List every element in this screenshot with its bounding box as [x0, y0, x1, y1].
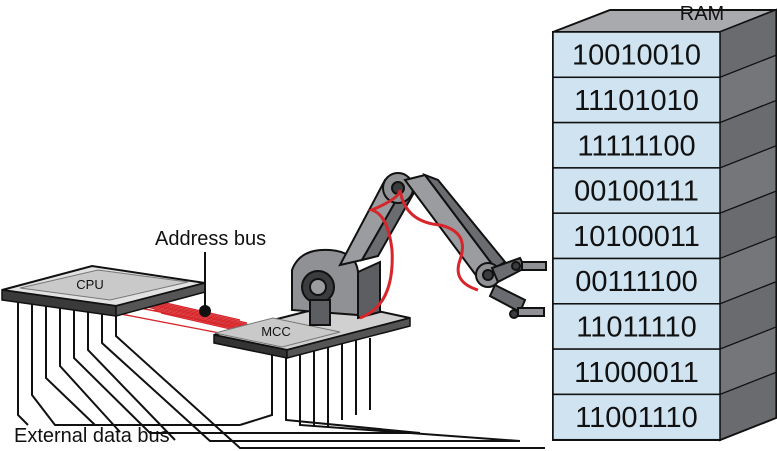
- ram-row-value: 11111100: [577, 130, 695, 162]
- ram-block: RAM 10010010 11101010 11111100 00100111 1010…: [552, 3, 777, 442]
- ram-rows: 10010010 11101010 11111100 00100111 10100011…: [552, 9, 777, 441]
- ram-row-value: 00111100: [575, 266, 698, 298]
- cpu-label: CPU: [76, 277, 103, 292]
- ram-row: [552, 393, 721, 441]
- ram-row-value: 11011110: [576, 311, 696, 343]
- ram-row-value: 00100111: [574, 176, 699, 208]
- address-bus-label: Address bus: [155, 228, 266, 250]
- ram-label: RAM: [680, 3, 724, 25]
- external-data-bus-lines: [17, 300, 545, 449]
- ram-row-value: 10010010: [572, 40, 701, 72]
- mcc-chip: MCC: [214, 317, 341, 348]
- external-data-bus-label: External data bus: [14, 425, 170, 447]
- ram-row-value: 11001110: [575, 402, 698, 434]
- ram-row-value: 11000011: [574, 357, 699, 389]
- ram-row: [552, 348, 721, 396]
- arm-cable: [359, 189, 479, 320]
- ram-row: [552, 31, 721, 79]
- mcc-label: MCC: [261, 324, 291, 339]
- mcc-bus-lines: [239, 338, 521, 442]
- robot-arm: [291, 172, 547, 326]
- address-bus-dot: [199, 305, 211, 317]
- ram-row-value: 10100011: [573, 221, 700, 253]
- ram-row-value: 11101010: [574, 85, 699, 117]
- ram-row: [552, 76, 721, 124]
- ram-row: [552, 121, 721, 169]
- ram-row: [552, 257, 721, 305]
